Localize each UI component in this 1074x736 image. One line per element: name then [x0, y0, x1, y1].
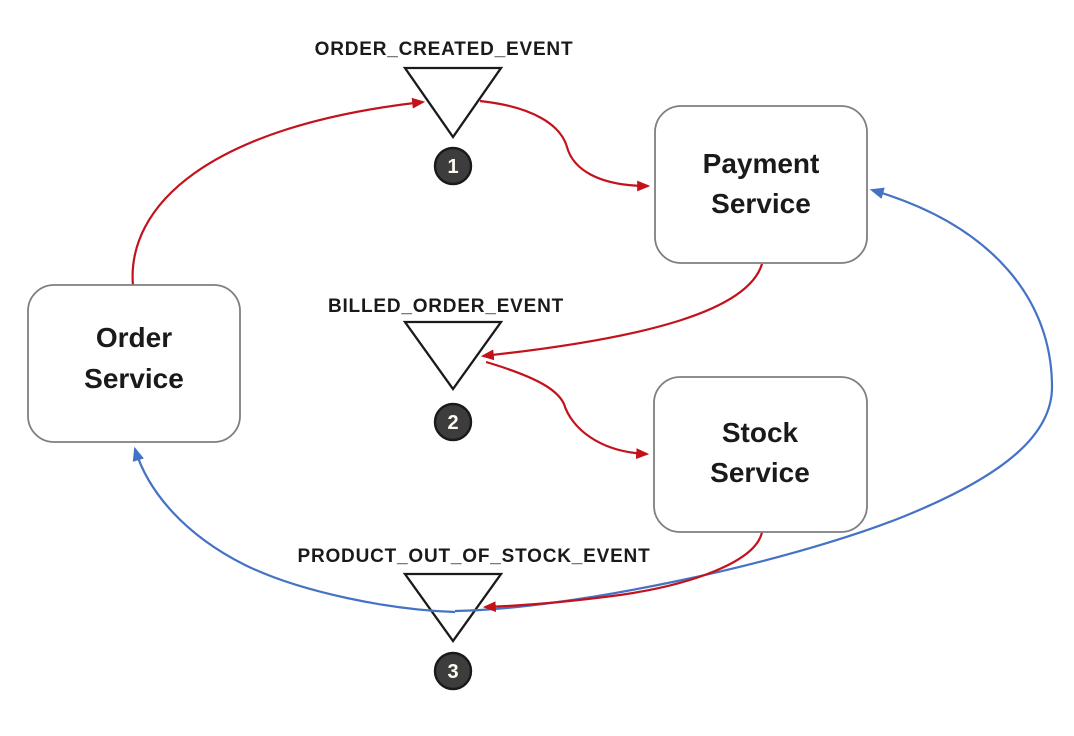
- event-label-order-created: ORDER_CREATED_EVENT: [315, 39, 574, 60]
- stock-service-label-line1: Stock: [722, 417, 799, 448]
- step-badge-1-number: 1: [447, 156, 458, 178]
- edge-order-service-to-order-created: [131, 97, 426, 287]
- node-payment-service: Payment Service: [654, 105, 868, 264]
- node-stock-service: Stock Service: [653, 376, 868, 533]
- order-service-box: [27, 284, 241, 443]
- order-service-label-line2: Service: [84, 363, 184, 394]
- edge-billed-order-to-stock-service: [485, 360, 650, 459]
- edge-payment-service-to-billed-order: [480, 263, 764, 361]
- step-badge-2-circle: [433, 402, 473, 442]
- event-funnel-billed-order: [402, 320, 504, 391]
- stock-service-box: [653, 376, 868, 533]
- edge-out-of-stock-to-order-service: [132, 446, 456, 614]
- edge-out-of-stock-to-payment-service: [454, 187, 1054, 613]
- event-label-product-out-of-stock: PRODUCT_OUT_OF_STOCK_EVENT: [297, 546, 650, 567]
- payment-service-label-line1: Payment: [703, 148, 820, 179]
- order-service-label-line1: Order: [96, 322, 172, 353]
- step-badge-3: 3: [433, 651, 473, 691]
- step-badge-1: 1: [433, 146, 473, 186]
- event-funnel-order-created: [402, 66, 504, 140]
- edge-order-created-to-payment-service: [479, 99, 651, 192]
- event-label-billed-order: BILLED_ORDER_EVENT: [328, 296, 564, 317]
- step-badge-3-circle: [433, 651, 473, 691]
- step-badge-1-circle: [433, 146, 473, 186]
- edge-stock-service-to-out-of-stock: [482, 531, 764, 613]
- payment-service-box: [654, 105, 868, 264]
- payment-service-label-line2: Service: [711, 188, 811, 219]
- event-funnel-product-out-of-stock: [402, 572, 504, 643]
- node-order-service: Order Service: [27, 284, 241, 443]
- step-badge-2: 2: [433, 402, 473, 442]
- step-badge-3-number: 3: [447, 661, 458, 683]
- stock-service-label-line2: Service: [710, 457, 810, 488]
- step-badge-2-number: 2: [447, 412, 458, 434]
